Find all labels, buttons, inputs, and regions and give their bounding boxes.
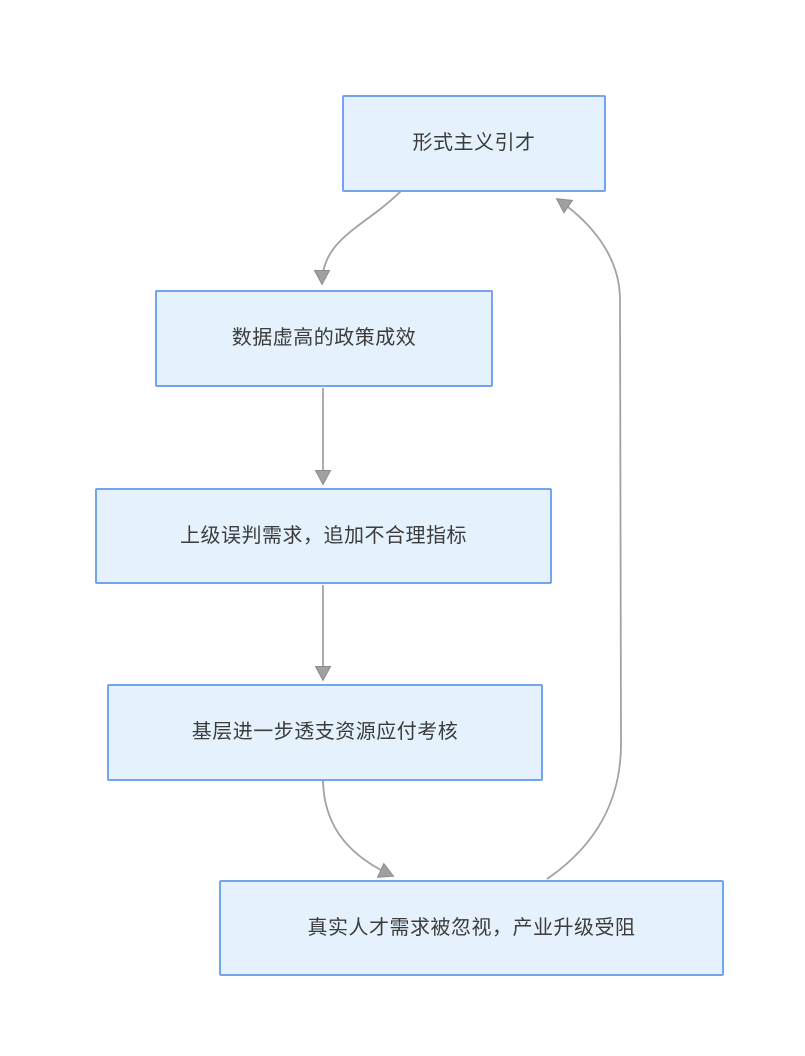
node-grassroots-overdraw-resources: 基层进一步透支资源应付考核 bbox=[107, 684, 543, 781]
node-formalism-talent-recruitment: 形式主义引才 bbox=[342, 95, 606, 192]
node-label: 基层进一步透支资源应付考核 bbox=[191, 721, 459, 743]
node-label: 真实人才需求被忽视，产业升级受阻 bbox=[307, 916, 636, 939]
edge-n5-n1-feedback bbox=[546, 198, 622, 880]
edge-n4-n5 bbox=[322, 780, 395, 878]
node-real-needs-ignored: 真实人才需求被忽视，产业升级受阻 bbox=[219, 880, 724, 976]
node-inflated-policy-results: 数据虚高的政策成效 bbox=[155, 290, 493, 387]
node-label: 上级误判需求，追加不合理指标 bbox=[180, 524, 467, 547]
edge-n1-n2 bbox=[313, 190, 402, 286]
node-label: 形式主义引才 bbox=[412, 132, 536, 154]
node-superiors-misjudge-demand: 上级误判需求，追加不合理指标 bbox=[95, 488, 552, 584]
node-label: 数据虚高的政策成效 bbox=[231, 327, 417, 349]
